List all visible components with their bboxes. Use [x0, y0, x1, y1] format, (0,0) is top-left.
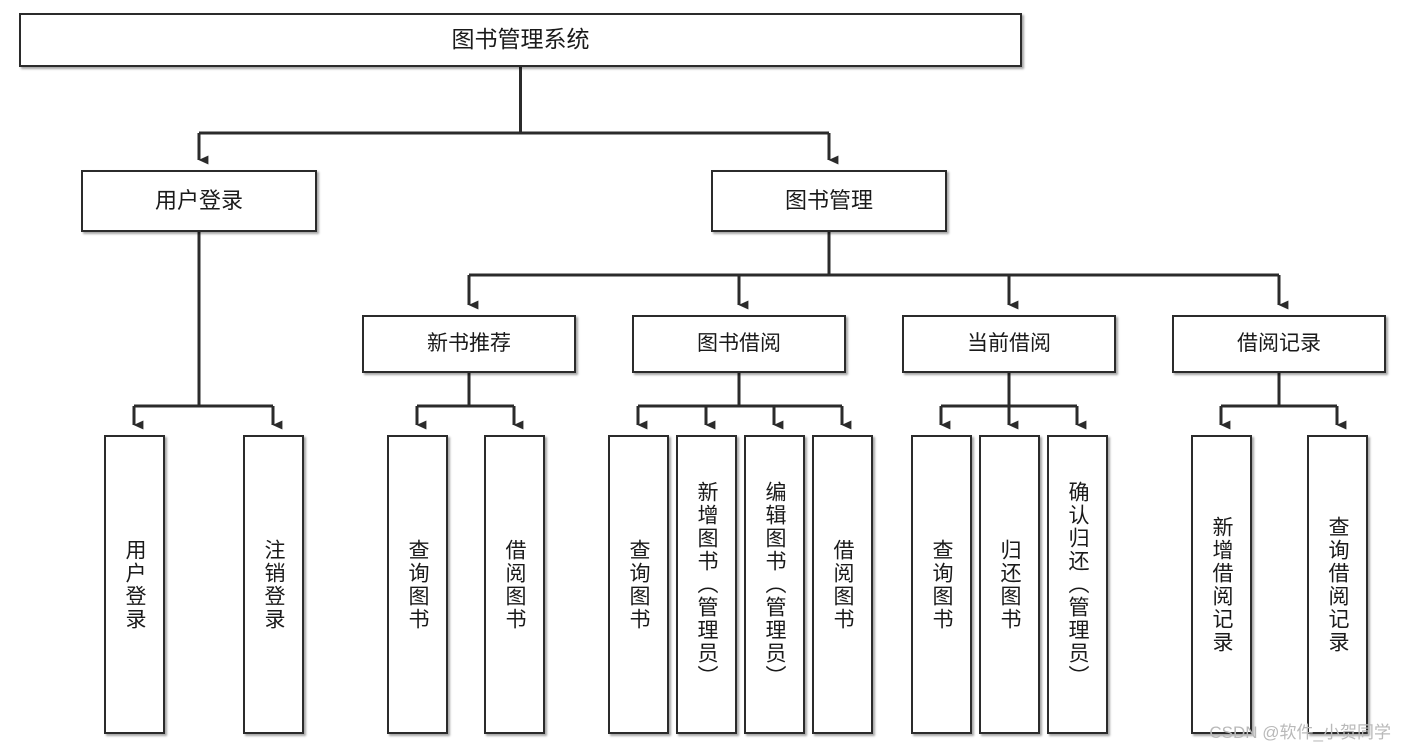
node-borrow-record[interactable]: 借阅记录: [1172, 315, 1386, 373]
root-to-level2-connectors: [197, 67, 839, 165]
node-leaf-add-borrow-record[interactable]: 新增借阅记录: [1191, 435, 1252, 734]
node-leaf-query-borrow-record[interactable]: 查询借阅记录: [1307, 435, 1368, 734]
node-label: 查询图书: [930, 538, 953, 631]
node-label: 新书推荐: [427, 331, 511, 355]
node-book-management[interactable]: 图书管理: [711, 170, 947, 232]
borrow-record-to-leaves-connectors: [1219, 373, 1347, 430]
node-current-borrow[interactable]: 当前借阅: [902, 315, 1116, 373]
node-root-book-management-system[interactable]: 图书管理系统: [19, 13, 1022, 67]
book-management-to-level3-connectors: [467, 232, 1289, 310]
node-leaf-add-book-admin[interactable]: 新增图书（管理员）: [676, 435, 737, 734]
node-label: 用户登录: [154, 188, 243, 214]
node-label: 借阅记录: [1237, 331, 1321, 355]
node-label: 借阅图书: [503, 538, 526, 631]
node-leaf-return-book[interactable]: 归还图书: [979, 435, 1040, 734]
node-leaf-confirm-return-admin[interactable]: 确认归还（管理员）: [1047, 435, 1108, 734]
current-borrow-to-leaves-connectors: [939, 373, 1087, 430]
node-label: 用户登录: [123, 538, 146, 631]
node-label: 查询图书: [627, 538, 650, 631]
node-label: 图书借阅: [697, 331, 781, 355]
new-book-recommend-to-leaves-connectors: [415, 373, 524, 430]
node-leaf-user-login[interactable]: 用户登录: [104, 435, 165, 734]
node-label: 查询借阅记录: [1326, 515, 1349, 654]
node-label: 确认归还（管理员）: [1066, 481, 1089, 688]
node-label: 归还图书: [998, 538, 1021, 631]
node-label: 图书管理: [784, 188, 873, 214]
node-leaf-query-book-current[interactable]: 查询图书: [911, 435, 972, 734]
user-login-to-leaves-connectors: [132, 232, 283, 430]
node-label: 新增图书（管理员）: [695, 481, 718, 688]
node-book-borrow[interactable]: 图书借阅: [632, 315, 846, 373]
book-borrow-to-leaves-connectors: [636, 373, 852, 430]
node-label: 图书管理系统: [451, 26, 590, 53]
node-leaf-logout-login[interactable]: 注销登录: [243, 435, 304, 734]
node-leaf-borrow-book[interactable]: 借阅图书: [812, 435, 873, 734]
node-leaf-query-book-recommend[interactable]: 查询图书: [387, 435, 448, 734]
node-user-login[interactable]: 用户登录: [81, 170, 317, 232]
node-label: 查询图书: [406, 538, 429, 631]
node-new-book-recommend[interactable]: 新书推荐: [362, 315, 576, 373]
node-leaf-borrow-book-recommend[interactable]: 借阅图书: [484, 435, 545, 734]
node-label: 编辑图书（管理员）: [763, 481, 786, 688]
node-label: 借阅图书: [831, 538, 854, 631]
node-leaf-query-book-borrow[interactable]: 查询图书: [608, 435, 669, 734]
node-label: 新增借阅记录: [1210, 515, 1233, 654]
node-leaf-edit-book-admin[interactable]: 编辑图书（管理员）: [744, 435, 805, 734]
node-label: 注销登录: [262, 538, 285, 631]
node-label: 当前借阅: [967, 331, 1051, 355]
